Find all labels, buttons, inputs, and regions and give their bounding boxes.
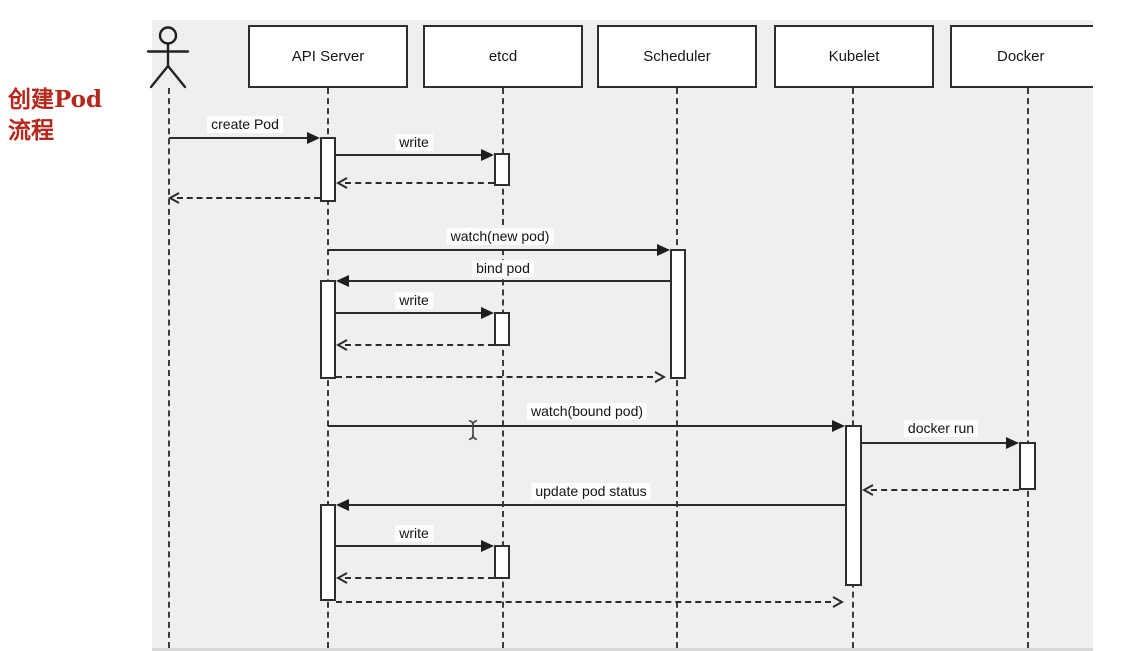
message-label-bind-pod: bind pod bbox=[472, 260, 534, 277]
participant-scheduler-label: Scheduler bbox=[643, 48, 711, 65]
caption-line2: 流程 bbox=[8, 117, 54, 144]
message-label-watch-new-pod: watch(new pod) bbox=[446, 228, 554, 245]
message-write-3-line bbox=[336, 545, 482, 547]
lifeline-etcd bbox=[502, 88, 504, 648]
message-create-pod-arrowhead-icon bbox=[307, 132, 320, 144]
return-etcd-to-api-1-line bbox=[345, 182, 494, 184]
activation-etcd-1 bbox=[494, 153, 510, 186]
message-update-pod-status-arrowhead-icon bbox=[336, 499, 349, 511]
message-watch-bound-pod-arrowhead-icon bbox=[832, 420, 845, 432]
return-etcd-to-api-1-arrowhead-icon bbox=[336, 177, 348, 189]
activation-api-server-3 bbox=[320, 504, 336, 601]
caption: 创建Pod 流程 bbox=[8, 84, 102, 146]
participant-docker-label: Docker bbox=[997, 48, 1045, 65]
participant-etcd: etcd bbox=[423, 25, 583, 88]
return-api-to-user-arrowhead-icon bbox=[168, 192, 180, 204]
message-watch-new-pod-arrowhead-icon bbox=[657, 244, 670, 256]
return-api-to-user-line bbox=[177, 197, 320, 199]
message-write-2-line bbox=[336, 312, 482, 314]
return-etcd-to-api-2-line bbox=[345, 344, 494, 346]
ibeam-cursor-icon bbox=[468, 419, 478, 441]
activation-api-server-2 bbox=[320, 280, 336, 379]
message-docker-run-line bbox=[862, 442, 1006, 444]
lifeline-docker bbox=[1027, 88, 1029, 648]
return-api-to-kubelet-line bbox=[336, 601, 831, 603]
return-etcd-to-api-3-line bbox=[345, 577, 494, 579]
message-update-pod-status-line bbox=[348, 504, 845, 506]
message-bind-pod-line bbox=[348, 280, 670, 282]
participant-scheduler: Scheduler bbox=[597, 25, 757, 88]
participant-api-server: API Server bbox=[248, 25, 408, 88]
return-etcd-to-api-3-arrowhead-icon bbox=[336, 572, 348, 584]
return-api-to-kubelet-arrowhead-icon bbox=[832, 596, 844, 608]
activation-api-server-1 bbox=[320, 137, 336, 202]
activation-kubelet bbox=[845, 425, 862, 586]
lifeline-user bbox=[168, 88, 170, 648]
return-docker-to-kubelet-arrowhead-icon bbox=[862, 484, 874, 496]
participant-api-server-label: API Server bbox=[291, 48, 365, 65]
user-actor-icon bbox=[146, 26, 190, 89]
participant-etcd-label: etcd bbox=[488, 48, 518, 65]
lifeline-kubelet bbox=[852, 88, 854, 648]
return-api-to-scheduler-line bbox=[336, 376, 653, 378]
message-docker-run-arrowhead-icon bbox=[1006, 437, 1019, 449]
activation-etcd-3 bbox=[494, 545, 510, 579]
message-label-watch-bound-pod: watch(bound pod) bbox=[526, 403, 648, 420]
message-label-write-1: write bbox=[395, 134, 433, 151]
return-api-to-scheduler-arrowhead-icon bbox=[654, 371, 666, 383]
message-label-write-3: write bbox=[395, 525, 433, 542]
message-label-update-pod-status: update pod status bbox=[531, 483, 651, 500]
message-bind-pod-arrowhead-icon bbox=[336, 275, 349, 287]
message-label-docker-run: docker run bbox=[903, 420, 979, 437]
participant-kubelet: Kubelet bbox=[774, 25, 934, 88]
message-create-pod-line bbox=[169, 137, 308, 139]
message-label-create-pod: create Pod bbox=[207, 116, 283, 133]
message-write-2-arrowhead-icon bbox=[481, 307, 494, 319]
caption-line1: 创建Pod bbox=[8, 86, 103, 113]
participant-kubelet-label: Kubelet bbox=[828, 48, 880, 65]
message-watch-new-pod-line bbox=[328, 249, 658, 251]
activation-scheduler bbox=[670, 249, 686, 379]
message-write-1-line bbox=[336, 154, 482, 156]
return-docker-to-kubelet-line bbox=[871, 489, 1019, 491]
activation-docker bbox=[1019, 442, 1036, 490]
message-label-write-2: write bbox=[395, 292, 433, 309]
message-write-3-arrowhead-icon bbox=[481, 540, 494, 552]
message-write-1-arrowhead-icon bbox=[481, 149, 494, 161]
activation-etcd-2 bbox=[494, 312, 510, 346]
participant-docker: Docker bbox=[950, 25, 1093, 88]
diagram-canvas bbox=[152, 20, 1093, 651]
return-etcd-to-api-2-arrowhead-icon bbox=[336, 339, 348, 351]
message-watch-bound-pod-line bbox=[328, 425, 832, 427]
